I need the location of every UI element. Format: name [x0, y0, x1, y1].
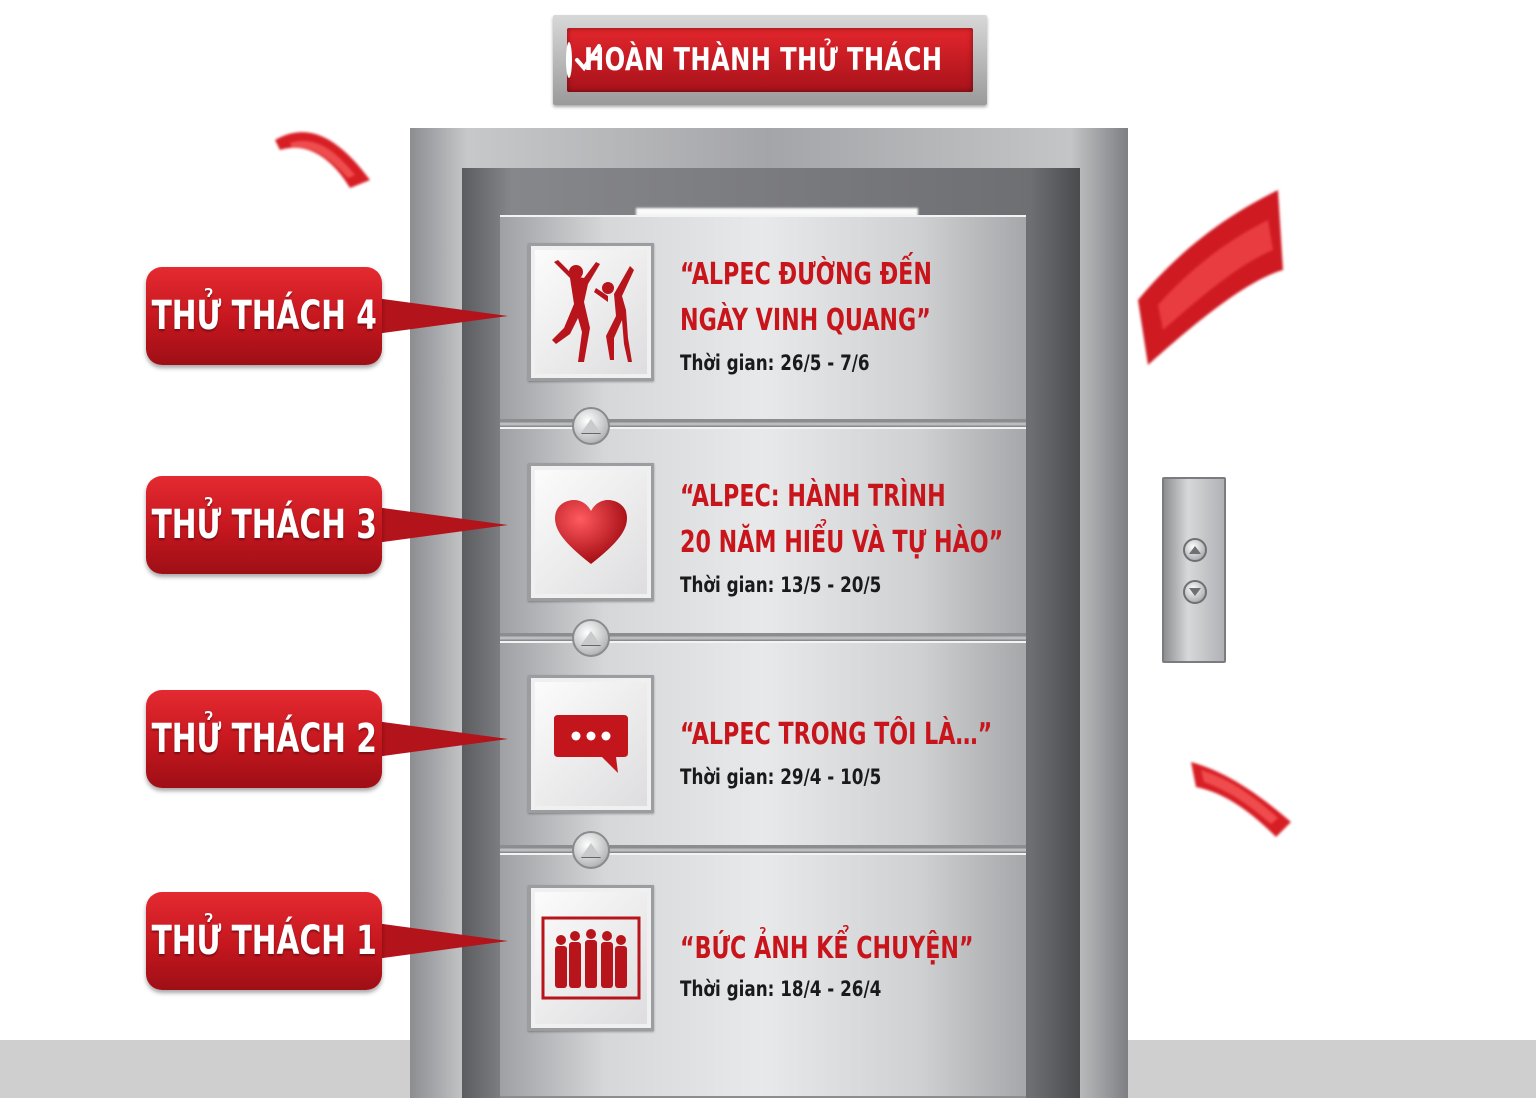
confetti-ribbon-3: [1191, 762, 1291, 837]
call-up-button[interactable]: [1183, 538, 1207, 562]
panel-seam: [500, 421, 1026, 427]
confetti-ribbon-2: [1138, 190, 1283, 365]
challenge-label-4: THỬ THÁCH 4: [146, 267, 508, 365]
chat-bubble-icon: [528, 675, 654, 813]
challenge-3-title-line1: “ALPEC: HÀNH TRÌNH: [680, 479, 946, 514]
challenge-1-title-line1: “BỨC ẢNH KỂ CHUYỆN”: [680, 931, 974, 966]
challenge-2-time: Thời gian: 29/4 - 10/5: [680, 765, 882, 789]
challenge-3-label: THỬ THÁCH 3: [151, 502, 377, 548]
challenge-panel-1: “BỨC ẢNH KỂ CHUYỆN” Thời gian: 18/4 - 26…: [500, 853, 1026, 1098]
group-photo-icon: [528, 885, 654, 1031]
challenge-label-2: THỬ THÁCH 2: [146, 690, 508, 788]
label-box: THỬ THÁCH 3: [146, 476, 382, 574]
up-arrow-button[interactable]: [572, 407, 610, 445]
label-pointer: [368, 506, 508, 544]
label-pointer: [368, 297, 508, 335]
heart-icon: [528, 463, 654, 601]
challenge-1-time: Thời gian: 18/4 - 26/4: [680, 977, 882, 1001]
label-pointer: [368, 720, 508, 758]
challenge-3-title-line2: 20 NĂM HIỂU VÀ TỰ HÀO”: [680, 525, 1004, 560]
elevator-call-panel: [1162, 477, 1226, 663]
challenge-panel-4: “ALPEC ĐƯỜNG ĐẾN NGÀY VINH QUANG” Thời g…: [500, 215, 1026, 421]
challenge-panel-3: “ALPEC: HÀNH TRÌNH 20 NĂM HIỂU VÀ TỰ HÀO…: [500, 427, 1026, 635]
challenge-3-time: Thời gian: 13/5 - 20/5: [680, 573, 882, 597]
challenge-label-3: THỬ THÁCH 3: [146, 476, 508, 574]
elevator-door: “ALPEC ĐƯỜNG ĐẾN NGÀY VINH QUANG” Thời g…: [500, 215, 1026, 1098]
challenge-panel-2: “ALPEC TRONG TÔI LÀ…” Thời gian: 29/4 - …: [500, 641, 1026, 847]
label-box: THỬ THÁCH 2: [146, 690, 382, 788]
header-title: HOÀN THÀNH THỬ THÁCH: [584, 42, 943, 78]
panel-seam: [500, 847, 1026, 853]
challenge-1-label: THỬ THÁCH 1: [151, 918, 377, 964]
challenge-4-time: Thời gian: 26/5 - 7/6: [680, 351, 870, 375]
challenge-2-label: THỬ THÁCH 2: [151, 716, 377, 762]
header-sign-panel: HOÀN THÀNH THỬ THÁCH: [566, 28, 973, 92]
challenge-4-title-line1: “ALPEC ĐƯỜNG ĐẾN: [680, 257, 932, 292]
header-sign: HOÀN THÀNH THỬ THÁCH: [553, 15, 987, 105]
confetti-ribbon-1: [275, 132, 370, 188]
challenge-label-1: THỬ THÁCH 1: [146, 892, 508, 990]
challenge-2-title-line1: “ALPEC TRONG TÔI LÀ…”: [680, 717, 993, 752]
check-circle-icon: [566, 42, 602, 78]
call-down-button[interactable]: [1183, 580, 1207, 604]
label-pointer: [368, 922, 508, 960]
up-arrow-button[interactable]: [572, 619, 610, 657]
challenge-4-title-line2: NGÀY VINH QUANG”: [680, 303, 931, 338]
panel-seam: [500, 635, 1026, 641]
up-arrow-button[interactable]: [572, 831, 610, 869]
label-box: THỬ THÁCH 4: [146, 267, 382, 365]
label-box: THỬ THÁCH 1: [146, 892, 382, 990]
dancers-icon: [528, 243, 654, 381]
challenge-4-label: THỬ THÁCH 4: [151, 293, 377, 339]
